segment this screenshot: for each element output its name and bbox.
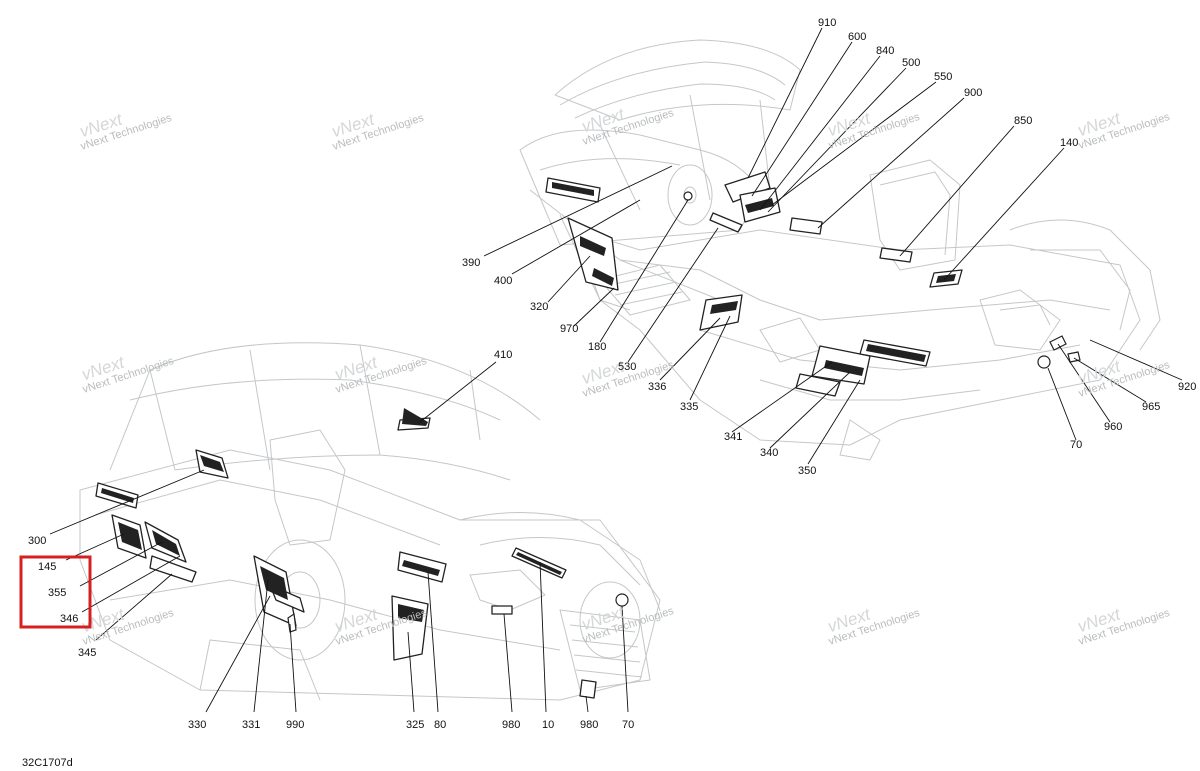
callout-300[interactable]: 300 — [28, 535, 46, 547]
decal-side-panel-320 — [567, 217, 619, 291]
callout-70-front[interactable]: 70 — [622, 719, 634, 731]
callout-labels: 910 600 840 500 550 900 850 140 390 400 … — [28, 17, 1196, 731]
svg-text:vNext Technologies: vNext Technologies — [827, 607, 922, 648]
watermark: vNext vNext Technologies — [1075, 108, 1172, 152]
svg-text:vNext Technologies: vNext Technologies — [81, 607, 176, 648]
watermark: vNext vNext Technologies — [1075, 604, 1172, 648]
callout-990[interactable]: 990 — [286, 719, 304, 731]
document-code: 32C1707d — [22, 757, 73, 769]
svg-text:vNext Technologies: vNext Technologies — [1077, 607, 1172, 648]
decal-center-530 — [709, 212, 743, 233]
callout-145[interactable]: 145 — [38, 561, 56, 573]
svg-text:vNext: vNext — [825, 108, 873, 140]
svg-text:vNext Technologies: vNext Technologies — [334, 355, 429, 396]
callout-350[interactable]: 350 — [798, 465, 816, 477]
watermark: vNext vNext Technologies — [332, 352, 429, 396]
decal-345 — [149, 555, 197, 583]
callout-335[interactable]: 335 — [680, 401, 698, 413]
decal-900 — [789, 217, 823, 235]
svg-text:vNext: vNext — [77, 109, 125, 141]
decal-325 — [391, 595, 429, 661]
callout-340[interactable]: 340 — [760, 447, 778, 459]
svg-text:vNext Technologies: vNext Technologies — [331, 112, 426, 153]
watermark: vNext vNext Technologies — [825, 604, 922, 648]
svg-text:vNext Technologies: vNext Technologies — [827, 111, 922, 152]
watermark: vNext vNext Technologies — [329, 109, 426, 153]
callout-325[interactable]: 325 — [406, 719, 424, 731]
decal-shapes — [95, 171, 963, 699]
svg-text:vNext: vNext — [825, 604, 873, 636]
callout-10[interactable]: 10 — [542, 719, 554, 731]
vehicle-sketch-rear — [519, 39, 1161, 461]
callout-970[interactable]: 970 — [560, 323, 578, 335]
callout-331[interactable]: 331 — [242, 719, 260, 731]
callout-140[interactable]: 140 — [1060, 137, 1078, 149]
callout-600[interactable]: 600 — [848, 31, 866, 43]
svg-text:vNext Technologies: vNext Technologies — [79, 112, 174, 153]
svg-text:vNext Technologies: vNext Technologies — [1077, 111, 1172, 152]
callout-330[interactable]: 330 — [188, 719, 206, 731]
decal-980-front — [491, 605, 513, 615]
vehicle-sketch-front — [79, 342, 661, 701]
callout-910[interactable]: 910 — [818, 17, 836, 29]
callout-850[interactable]: 850 — [1014, 115, 1032, 127]
decal-accents — [101, 182, 956, 622]
callout-80[interactable]: 80 — [434, 719, 446, 731]
decal-980-bumper — [579, 679, 597, 699]
decal-dash-910 — [724, 171, 771, 203]
callout-355[interactable]: 355 — [48, 587, 66, 599]
callout-840[interactable]: 840 — [876, 45, 894, 57]
callout-900[interactable]: 900 — [964, 87, 982, 99]
svg-text:vNext: vNext — [329, 109, 377, 141]
callout-960[interactable]: 960 — [1104, 421, 1122, 433]
callout-180[interactable]: 180 — [588, 341, 606, 353]
callout-70-rear[interactable]: 70 — [1070, 439, 1082, 451]
svg-text:vNext: vNext — [332, 604, 380, 636]
svg-text:vNext Technologies: vNext Technologies — [581, 107, 676, 148]
watermark: vNext vNext Technologies — [825, 108, 922, 152]
highlight-box — [19, 555, 92, 629]
svg-text:vNext Technologies: vNext Technologies — [581, 605, 676, 646]
decal-336 — [699, 294, 743, 331]
leader-lines — [49, 27, 1183, 713]
callout-410[interactable]: 410 — [494, 349, 512, 361]
part-70-front — [615, 593, 629, 607]
callout-346[interactable]: 346 — [60, 613, 78, 625]
part-960 — [1049, 335, 1067, 351]
watermark: vNext vNext Technologies — [77, 109, 174, 153]
callout-345[interactable]: 345 — [78, 647, 96, 659]
callout-390[interactable]: 390 — [462, 257, 480, 269]
callout-550[interactable]: 550 — [934, 71, 952, 83]
svg-text:vNext: vNext — [579, 602, 627, 634]
round-parts — [287, 191, 1081, 633]
part-70-rear — [1037, 355, 1051, 369]
callout-336[interactable]: 336 — [648, 381, 666, 393]
svg-text:vNext Technologies: vNext Technologies — [81, 355, 176, 396]
callout-980-front[interactable]: 980 — [502, 719, 520, 731]
callout-920[interactable]: 920 — [1178, 381, 1196, 393]
svg-text:vNext: vNext — [1075, 108, 1123, 140]
callout-400[interactable]: 400 — [494, 275, 512, 287]
callout-530[interactable]: 530 — [618, 361, 636, 373]
svg-text:vNext: vNext — [1075, 604, 1123, 636]
watermark: vNext vNext Technologies — [1075, 356, 1171, 400]
watermark: vNext vNext Technologies — [79, 352, 176, 396]
callout-341[interactable]: 341 — [724, 431, 742, 443]
callout-980-bumper[interactable]: 980 — [580, 719, 598, 731]
callout-320[interactable]: 320 — [530, 301, 548, 313]
callout-965[interactable]: 965 — [1142, 401, 1160, 413]
svg-text:vNext: vNext — [79, 352, 127, 384]
part-180 — [683, 191, 693, 201]
callout-500[interactable]: 500 — [902, 57, 920, 69]
part-990 — [287, 612, 297, 633]
